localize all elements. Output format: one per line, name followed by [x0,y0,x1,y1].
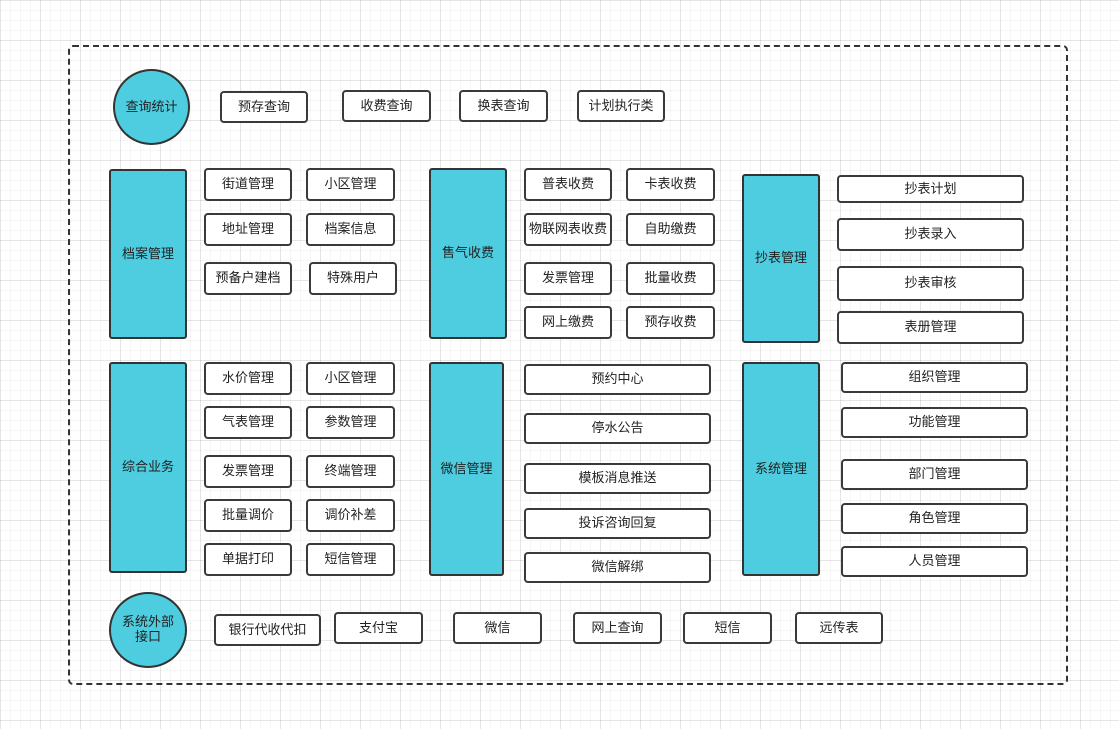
meter-item-plan[interactable]: 抄表计划 [837,175,1024,203]
meter-item-review[interactable]: 抄表审核 [837,266,1024,301]
gas-item-self-pay[interactable]: 自助缴费 [626,213,715,246]
dashed-frame [68,45,1068,685]
external-item-wechat[interactable]: 微信 [453,612,542,644]
external-item-sms[interactable]: 短信 [683,612,772,644]
gas-item-regular-meter[interactable]: 普表收费 [524,168,612,201]
archive-item-community[interactable]: 小区管理 [306,168,395,201]
system-item-department[interactable]: 部门管理 [841,459,1028,490]
general-category[interactable]: 综合业务 [109,362,187,573]
meter-item-book[interactable]: 表册管理 [837,311,1024,344]
general-item-sms[interactable]: 短信管理 [306,543,395,576]
wechat-item-complaint-reply[interactable]: 投诉咨询回复 [524,508,711,539]
general-item-batch-price[interactable]: 批量调价 [204,499,292,532]
system-item-staff[interactable]: 人员管理 [841,546,1028,577]
gas-item-online-pay[interactable]: 网上缴费 [524,306,612,339]
system-item-role[interactable]: 角色管理 [841,503,1028,534]
wechat-item-booking[interactable]: 预约中心 [524,364,711,395]
general-item-water-price[interactable]: 水价管理 [204,362,292,395]
general-item-price-diff[interactable]: 调价补差 [306,499,395,532]
external-interface-circle[interactable]: 系统外部接口 [109,592,187,668]
system-category[interactable]: 系统管理 [742,362,820,576]
general-item-terminal[interactable]: 终端管理 [306,455,395,488]
external-item-bank[interactable]: 银行代收代扣 [214,614,321,646]
general-item-gas-meter[interactable]: 气表管理 [204,406,292,439]
external-item-online-query[interactable]: 网上查询 [573,612,662,644]
general-item-params[interactable]: 参数管理 [306,406,395,439]
gas-item-iot-meter[interactable]: 物联网表收费 [524,213,612,246]
query-item-charge[interactable]: 收费查询 [342,90,431,122]
wechat-item-unbind[interactable]: 微信解绑 [524,552,711,583]
gas-item-prepay-charge[interactable]: 预存收费 [626,306,715,339]
wechat-category[interactable]: 微信管理 [429,362,504,576]
archive-item-address[interactable]: 地址管理 [204,213,292,246]
external-item-remote-meter[interactable]: 远传表 [795,612,883,644]
gas-item-card-meter[interactable]: 卡表收费 [626,168,715,201]
meter-reading-category[interactable]: 抄表管理 [742,174,820,343]
meter-item-entry[interactable]: 抄表录入 [837,218,1024,251]
general-item-invoice[interactable]: 发票管理 [204,455,292,488]
gas-item-invoice[interactable]: 发票管理 [524,262,612,295]
external-item-alipay[interactable]: 支付宝 [334,612,423,644]
system-item-org[interactable]: 组织管理 [841,362,1028,393]
archive-item-street[interactable]: 街道管理 [204,168,292,201]
query-stats-circle[interactable]: 查询统计 [113,69,190,145]
gas-item-batch-charge[interactable]: 批量收费 [626,262,715,295]
query-item-meter-change[interactable]: 换表查询 [459,90,548,122]
wechat-item-outage-notice[interactable]: 停水公告 [524,413,711,444]
general-item-community[interactable]: 小区管理 [306,362,395,395]
system-item-function[interactable]: 功能管理 [841,407,1028,438]
gas-sales-category[interactable]: 售气收费 [429,168,507,339]
archive-category[interactable]: 档案管理 [109,169,187,339]
query-item-plan-exec[interactable]: 计划执行类 [577,90,665,122]
wechat-item-template-push[interactable]: 模板消息推送 [524,463,711,494]
query-item-prepay[interactable]: 预存查询 [220,91,308,123]
archive-item-pre-account[interactable]: 预备户建档 [204,262,292,295]
general-item-receipt-print[interactable]: 单据打印 [204,543,292,576]
archive-item-special-user[interactable]: 特殊用户 [309,262,397,295]
archive-item-record-info[interactable]: 档案信息 [306,213,395,246]
